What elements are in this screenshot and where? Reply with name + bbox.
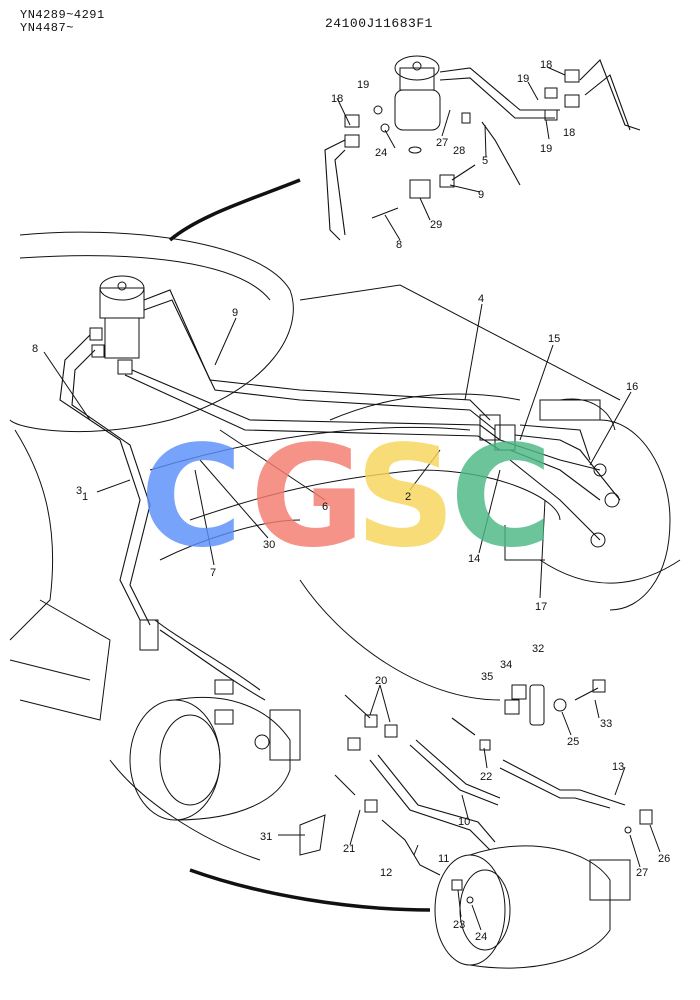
watermark-letter-c2: C [450,416,553,579]
callout-16: 16 [626,381,638,393]
leader-lines [43,66,661,931]
callout-8a: 8 [396,239,402,251]
swivel-joint-detail [324,55,641,241]
callout-12: 12 [380,867,392,879]
callout-19a: 19 [357,79,369,91]
callout-6: 6 [322,501,328,513]
watermark-letter-c1: C [140,416,243,579]
callout-22: 22 [480,771,492,783]
callout-23: 23 [453,919,465,931]
watermark-letter-g: G [250,416,365,579]
callout-24b: 24 [475,931,487,943]
callout-25: 25 [567,736,579,748]
callout-13: 13 [612,761,624,773]
callout-9b: 9 [232,307,238,319]
callout-14: 14 [468,553,480,565]
callout-27b: 27 [636,867,648,879]
callout-17: 17 [535,601,547,613]
callout-31: 31 [260,831,272,843]
callout-35: 35 [481,671,493,683]
callout-9a: 9 [478,189,484,201]
hydraulic-lines [59,289,621,750]
serial-range-1: YN4289~4291 [20,8,105,22]
callout-11: 11 [438,853,449,865]
callout-1: 1 [82,491,88,503]
callout-7: 7 [210,567,216,579]
callout-29: 29 [430,219,442,231]
loose-parts [299,679,653,904]
callout-2: 2 [405,491,411,503]
callout-19c: 19 [540,143,552,155]
callout-30: 30 [263,539,275,551]
callout-3: 3 [76,485,82,497]
callout-10: 10 [458,816,470,828]
callout-18c: 18 [563,127,575,139]
callout-20: 20 [375,675,387,687]
watermark-letter-s: S [355,416,456,579]
machine-outline [9,178,681,969]
callout-15: 15 [548,333,560,345]
callout-21: 21 [343,843,355,855]
callout-26: 26 [658,853,670,865]
callout-32: 32 [532,643,544,655]
part-callouts: 1 2 3 4 5 6 7 8 8 9 9 10 11 12 13 14 15 … [32,59,670,943]
callout-18a: 18 [331,93,343,105]
serial-range-2: YN4487~ [20,21,74,35]
swivel-joint-main [89,275,145,375]
callout-8b: 8 [32,343,38,355]
callout-5: 5 [482,155,488,167]
callout-33: 33 [600,718,612,730]
callout-19b: 19 [517,73,529,85]
callout-27a: 27 [436,137,448,149]
callout-34: 34 [500,659,512,671]
watermark: C G S C [140,416,553,579]
callout-4: 4 [478,293,484,305]
drawing-number: 24100J11683F1 [325,16,433,31]
callout-18b: 18 [540,59,552,71]
callout-28: 28 [453,145,465,157]
callout-24a: 24 [375,147,387,159]
